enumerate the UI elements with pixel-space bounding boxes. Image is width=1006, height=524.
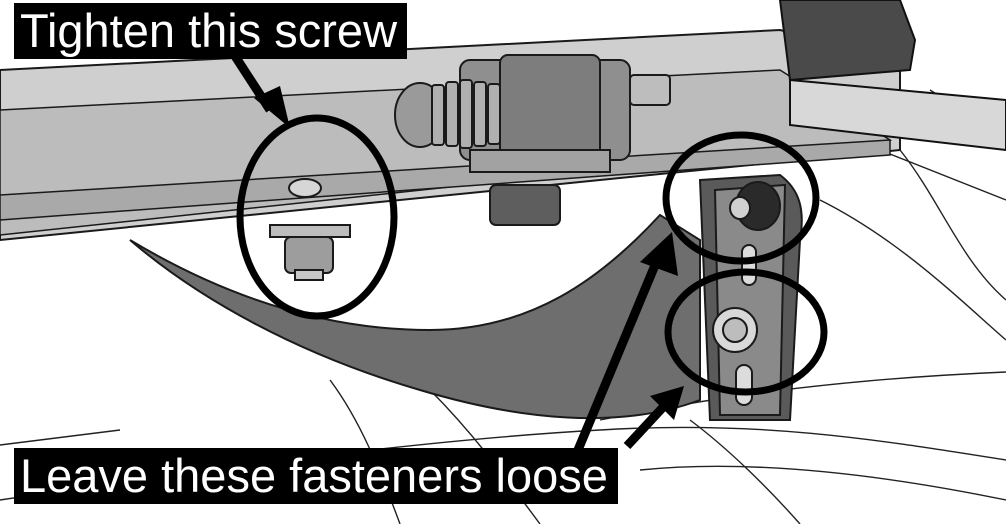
rail-extension bbox=[778, 0, 917, 82]
bracket-plate bbox=[129, 213, 701, 420]
rail-extension-lower bbox=[789, 78, 1006, 152]
lower-fastener-circle bbox=[664, 268, 828, 396]
arrow-to-upper-fastener bbox=[573, 256, 663, 452]
arrowhead-upper-fastener bbox=[640, 232, 678, 276]
spring-plunger bbox=[394, 54, 671, 226]
slotted-bracket bbox=[698, 173, 803, 421]
screw-highlight-circle bbox=[236, 114, 398, 320]
tighten-screw bbox=[269, 178, 351, 281]
callout-arrows bbox=[231, 53, 684, 452]
callout-tighten-screw: Tighten this screw bbox=[14, 3, 408, 59]
arrow-to-lower-fastener bbox=[623, 400, 670, 450]
spring-coils bbox=[431, 79, 501, 149]
callout-circles bbox=[236, 114, 828, 396]
arrowhead-lower-fastener bbox=[650, 386, 684, 420]
arrowhead-screw bbox=[254, 86, 290, 128]
callout-leave-loose: Leave these fasteners loose bbox=[14, 448, 618, 504]
upper-fastener-circle bbox=[662, 131, 820, 265]
